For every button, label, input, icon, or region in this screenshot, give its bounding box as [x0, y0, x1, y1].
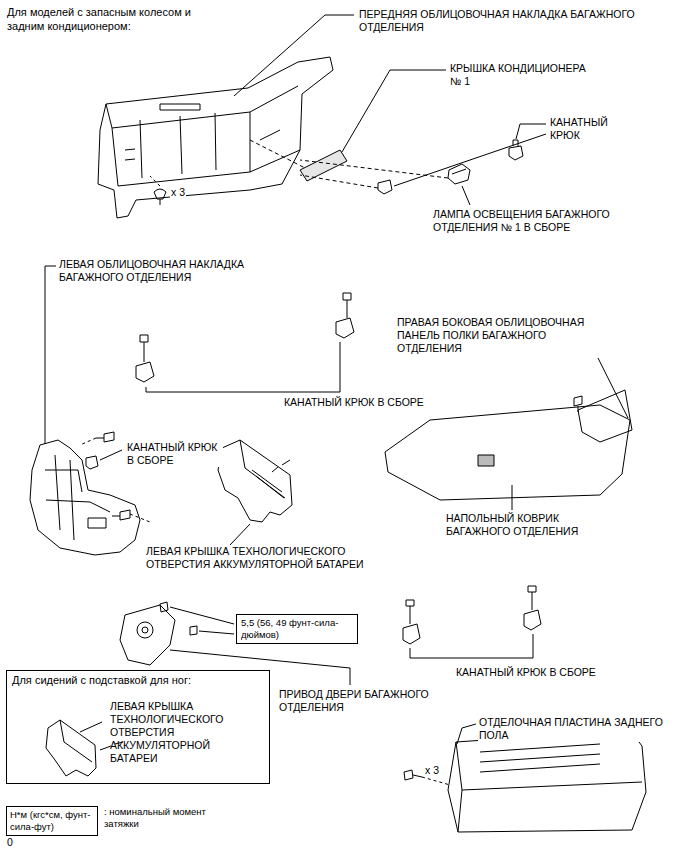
dashed-guide [300, 175, 378, 188]
leader-line [394, 134, 546, 186]
part-name: ПРАВАЯ БОКОВАЯ ОБЛИЦОВОЧНАЯ ПАНЕЛЬ ПОЛКИ… [396, 316, 608, 355]
dashed-guide [422, 777, 450, 785]
rope-hook [378, 180, 392, 194]
right-panel [574, 390, 632, 442]
part-name: ЛАМПА ОСВЕЩЕНИЯ БАГАЖНОГО ОТДЕЛЕНИЯ № 1 … [432, 208, 634, 234]
part-name: ПРИВОД ДВЕРИ БАГАЖНОГО ОТДЕЛЕНИЯ [278, 688, 460, 714]
part-name: КРЫШКА КОНДИЦИОНЕРА № 1 [449, 62, 596, 88]
leader-line [598, 358, 628, 418]
torque-legend: Н*м (кгс*см, фунт-сила-фут): номинальный… [6, 806, 214, 836]
clip [154, 189, 166, 205]
torque-value: 5,5 (56, 49 фунт-сила-дюймов) [241, 617, 353, 641]
part-name: КАНАТНЫЙ КРЮК В СБОРЕ [455, 666, 597, 679]
battery-cover [218, 440, 292, 522]
leader-line [45, 266, 56, 444]
dashed-guide [80, 438, 96, 445]
screw [272, 460, 290, 472]
lamp [448, 164, 470, 184]
dashed-guide [130, 514, 150, 522]
part-name: ПЕРЕДНЯЯ ОБЛИЦОВОЧНАЯ НАКЛАДКА БАГАЖНОГО… [358, 8, 680, 34]
leader-line [230, 524, 250, 545]
leader-line [146, 342, 340, 392]
leader-line [80, 722, 102, 732]
left-trim [30, 440, 140, 555]
dashed-guide [150, 176, 160, 186]
leader-line [170, 607, 234, 624]
leader-line [512, 485, 513, 510]
dashed-guide [250, 140, 305, 168]
leader-line [234, 15, 354, 96]
rope-hook-assy [403, 586, 541, 644]
screw [404, 770, 422, 780]
leader-line [170, 650, 350, 685]
part-name: КАНАТНЫЙ КРЮК В СБОРЕ [283, 396, 425, 409]
leader-line [199, 631, 234, 634]
section-note: Для моделей с запасным колесом и задним … [6, 6, 218, 34]
leader-line [100, 450, 122, 460]
bolt [96, 432, 130, 520]
torque-unit-sample: Н*м (кгс*см, фунт-сила-фут) [6, 806, 98, 836]
floor-mat [385, 405, 630, 500]
part-name: ЛЕВАЯ КРЫШКА ТЕХНОЛОГИЧЕСКОГО ОТВЕРСТИЯ … [145, 545, 397, 571]
part-name: ЛЕВАЯ КРЫШКА ТЕХНОЛОГИЧЕСКОГО ОТВЕРСТИЯ … [110, 700, 250, 780]
leader-line [342, 70, 446, 152]
leader-line [410, 634, 533, 658]
dashed-guide [300, 160, 448, 178]
variant-box: Для сидений с подставкой для ног: ЛЕВАЯ К… [6, 670, 270, 784]
rope-hook [86, 456, 98, 469]
part-name: НАПОЛЬНЫЙ КОВРИК БАГАЖНОГО ОТДЕЛЕНИЯ [445, 512, 597, 538]
scuff-plate [448, 730, 646, 832]
legend-text: : номинальный момент затяжки [104, 806, 214, 830]
part-name: ОТДЕЛОЧНАЯ ПЛАСТИНА ЗАДНЕГО ПОЛА [478, 716, 680, 742]
leader-line [516, 124, 546, 139]
leader-line [462, 186, 470, 205]
torque-box: 5,5 (56, 49 фунт-сила-дюймов) [236, 614, 358, 644]
quantity: x 3 [424, 764, 440, 777]
part-name: КАНАТНЫЙ КРЮК В СБОРЕ [126, 441, 223, 467]
leader-line [457, 724, 476, 744]
part-name: КАНАТНЫЙ КРЮК [549, 116, 623, 142]
page-marker: 0 [6, 836, 14, 849]
rope-hook-assy [136, 293, 354, 382]
quantity: x 3 [170, 186, 186, 199]
part-name: ЛЕВАЯ ОБЛИЦОВОЧНАЯ НАКЛАДКА БАГАЖНОГО ОТ… [58, 258, 270, 284]
front-trim [98, 57, 333, 218]
box-heading: Для сидений с подставкой для ног: [12, 674, 264, 688]
